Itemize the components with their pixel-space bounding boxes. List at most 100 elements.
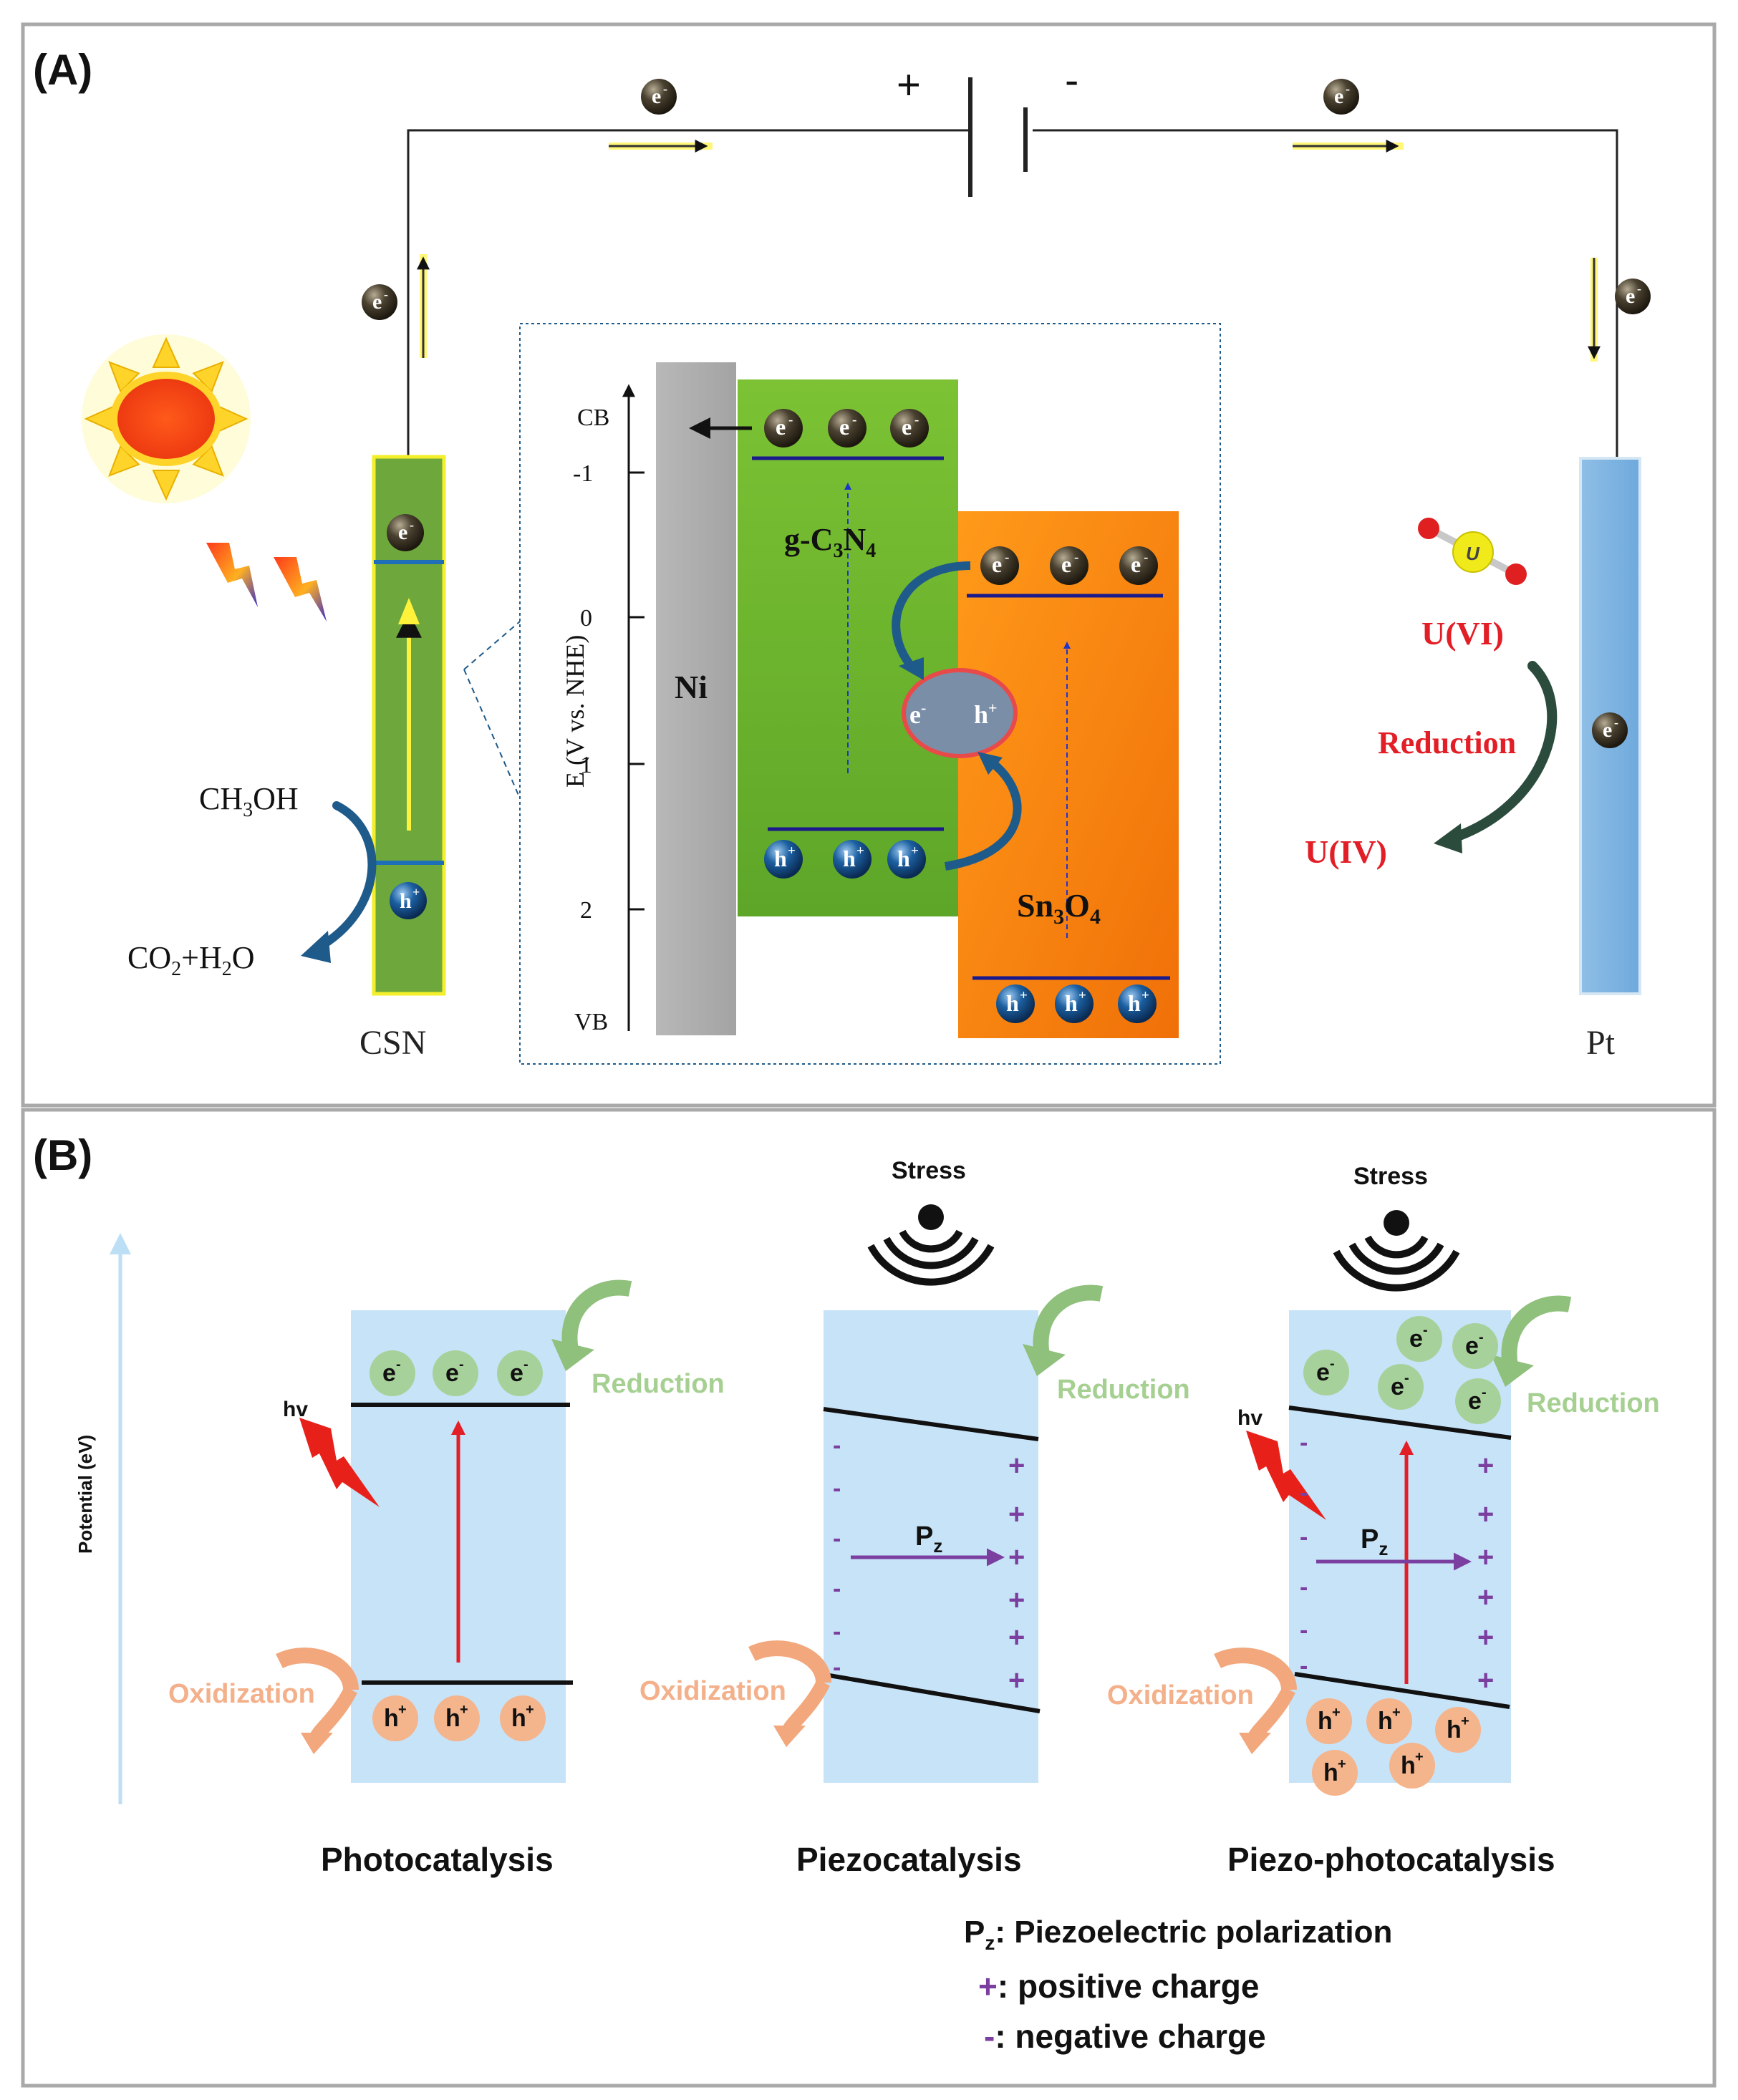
sun-icon: [82, 334, 251, 503]
recombination-ellipse: [902, 668, 1018, 758]
oxidization-arrow-head: [301, 1733, 333, 1754]
hole-circle: h+: [1366, 1698, 1412, 1744]
hv-label: hv: [1237, 1406, 1263, 1430]
electron-recombination-head: [899, 657, 924, 680]
legend-negative: -: negative charge: [984, 2018, 1266, 2055]
hole-circle: h+: [1389, 1743, 1435, 1789]
gcn-label: g-C3N4: [784, 522, 876, 562]
oxidation-arrow-head: [301, 931, 331, 963]
svg-text:h: h: [1323, 1759, 1338, 1786]
reduction-label: Reduction: [1378, 725, 1516, 760]
svg-text:+: +: [398, 1702, 407, 1718]
electron-ball: e-: [1119, 546, 1158, 585]
hole-ball: h +: [390, 882, 427, 919]
hole-circle: h+: [1306, 1698, 1352, 1744]
oxidization-arrow-head: [773, 1726, 806, 1747]
hole-ball: h+: [1118, 984, 1157, 1023]
reduction-label: Reduction: [592, 1369, 725, 1399]
svg-text:e: e: [1316, 1359, 1330, 1386]
svg-text:h: h: [1378, 1708, 1393, 1735]
inset-tick-label: 1: [580, 752, 592, 778]
electron-ball: e -: [1615, 279, 1651, 314]
electron-circle: e-: [370, 1350, 415, 1396]
oxidization-arrow: [1214, 1647, 1297, 1691]
svg-text:-: -: [1330, 1356, 1335, 1372]
svg-text:+: +: [1332, 1705, 1341, 1721]
scheme-title: Piezocatalysis: [796, 1841, 1022, 1878]
methanol-label: CH3OH: [199, 781, 299, 821]
svg-text:h: h: [1065, 990, 1078, 1016]
svg-text:-: -: [384, 287, 388, 301]
svg-text:-: -: [1005, 550, 1009, 565]
electron-ball: e-: [890, 409, 929, 447]
inset-tick-label: 0: [580, 605, 592, 632]
stress-wave-icon: [867, 1204, 995, 1286]
reduction-label: Reduction: [1527, 1388, 1660, 1418]
svg-text:-: -: [1404, 1370, 1409, 1386]
hole-ball: h+: [887, 840, 926, 879]
pz-label: Pz: [1361, 1524, 1388, 1559]
pt-label: Pt: [1586, 1024, 1616, 1062]
stress-wave-icon: [1333, 1210, 1460, 1292]
svg-text:h: h: [384, 1705, 399, 1732]
electron-ball: e -: [1323, 79, 1359, 115]
svg-text:-: -: [1423, 1322, 1428, 1338]
svg-text:e: e: [1061, 551, 1071, 577]
positive-charges: + + + + + +: [1008, 1450, 1025, 1696]
electron-ball: e -: [362, 284, 397, 320]
negative-charges: - - - - - -: [1300, 1429, 1308, 1680]
uranium-reduction-head: [1434, 823, 1462, 853]
panel-b: (B) Potential (eV) hv Reduction Oxidizat…: [21, 1108, 1717, 2088]
negative-charge: -: [1300, 1429, 1308, 1456]
svg-text:e: e: [1391, 1373, 1404, 1400]
svg-text:e: e: [1409, 1325, 1423, 1353]
panel-a-label: (A): [33, 46, 92, 94]
pt-electrode: [1579, 457, 1641, 995]
svg-text:+: +: [1415, 1749, 1424, 1765]
negative-charge: -: [833, 1654, 841, 1681]
u6-label: U(VI): [1421, 615, 1504, 652]
positive-charge: +: [1008, 1622, 1025, 1653]
oxidization-label: Oxidization: [168, 1679, 315, 1709]
hole-ball: h+: [1055, 984, 1094, 1023]
hole-circle: h+: [1435, 1707, 1481, 1753]
electron-ball: e-: [828, 409, 866, 447]
svg-text:e: e: [839, 414, 849, 440]
positive-charge: +: [1008, 1665, 1025, 1696]
hole-ball: h+: [996, 984, 1035, 1023]
negative-charge: -: [1300, 1574, 1308, 1601]
electron-circle: e-: [433, 1350, 478, 1396]
hole-circle: h+: [1312, 1750, 1358, 1796]
svg-text:h: h: [843, 846, 856, 871]
csn-label: CSN: [359, 1024, 426, 1062]
light-bolt-icon: [299, 1418, 380, 1507]
piezocatalysis-scheme: Stress Reduction Oxidization - - - -: [639, 1157, 1190, 1878]
svg-text:h: h: [1401, 1752, 1416, 1779]
svg-text:h: h: [1006, 990, 1019, 1016]
battery-minus-sign: -: [1065, 57, 1078, 104]
conduction-band: [823, 1407, 1039, 1441]
electron-circle: e-: [1378, 1364, 1424, 1410]
svg-text:-: -: [410, 518, 414, 532]
svg-text:e: e: [1465, 1332, 1479, 1360]
piezo-photocatalysis-scheme: Stress hv Reduction Oxidization - -: [1107, 1163, 1660, 1878]
reduction-arrow: [1501, 1295, 1572, 1378]
electron-circle: e-: [1455, 1378, 1501, 1424]
svg-text:+: +: [1141, 988, 1149, 1003]
positive-charge: +: [1008, 1450, 1025, 1481]
hole-ball: h+: [764, 840, 803, 879]
conduction-band: [1288, 1405, 1512, 1440]
reduction-arrow: [561, 1279, 632, 1362]
svg-text:e: e: [510, 1360, 523, 1387]
inset-tick-label: -1: [573, 460, 593, 487]
u4-label: U(IV): [1305, 833, 1387, 870]
scheme-title: Photocatalysis: [321, 1841, 554, 1878]
svg-text:-: -: [1482, 1385, 1487, 1400]
oxidation-curve-arrow: [312, 801, 377, 953]
electron-ball: e-: [1050, 546, 1088, 585]
electron-ball: e -: [387, 514, 424, 551]
svg-text:+: +: [412, 885, 420, 899]
svg-text:e: e: [372, 290, 382, 314]
uranium-atom-label: U: [1466, 543, 1480, 564]
negative-charge: -: [1300, 1479, 1308, 1506]
